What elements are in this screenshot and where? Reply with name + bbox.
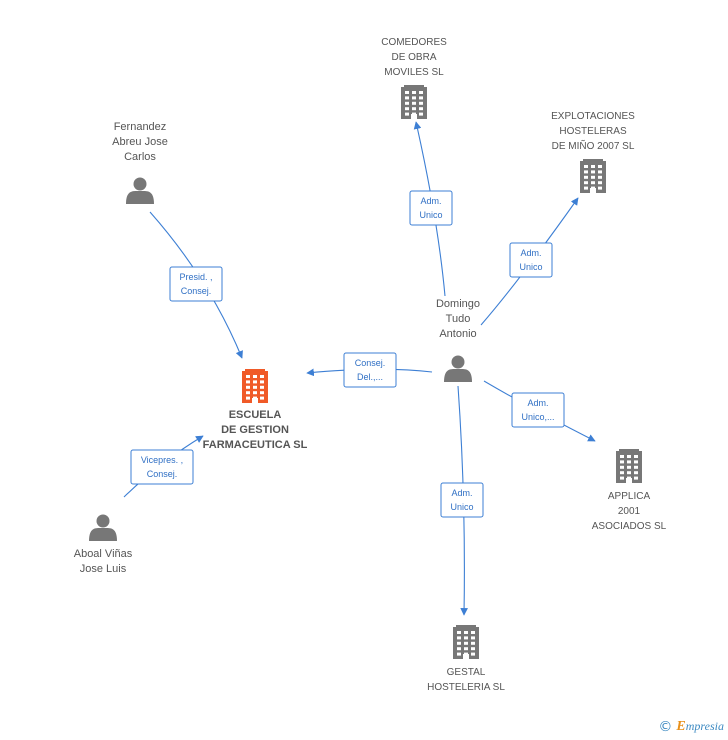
relation-badge-text: Adm. xyxy=(420,196,441,206)
building-icon xyxy=(401,85,427,119)
brand-footer: © Empresia xyxy=(658,718,724,736)
relation-badge-domingo-to-gestal[interactable]: Adm. Unico xyxy=(440,482,484,518)
relation-badge-text: Adm. xyxy=(527,398,548,408)
relation-badge-box xyxy=(169,266,223,302)
relation-badge-text: Unico,... xyxy=(521,412,554,422)
node-label-line: HOSTELERAS xyxy=(559,126,627,137)
copyright-icon: © xyxy=(658,719,673,735)
node-label-line: Jose Luis xyxy=(80,563,127,575)
node-label-line: MOVILES SL xyxy=(384,67,444,78)
node-label-line: DE OBRA xyxy=(391,52,436,63)
relation-badge-text: Consej. xyxy=(147,469,178,479)
brand-logo[interactable]: Empresia xyxy=(676,719,724,735)
person-icon xyxy=(126,177,154,204)
node-label-line: COMEDORES xyxy=(381,37,447,48)
node-label-line: DE GESTION xyxy=(221,424,289,436)
relation-badge-domingo-to-applica[interactable]: Adm. Unico,... xyxy=(511,392,565,428)
relation-badge-box xyxy=(343,352,397,388)
node-label-line: EXPLOTACIONES xyxy=(551,111,635,122)
node-label-line: Domingo xyxy=(436,298,480,310)
brand-logo-text: mpresia xyxy=(685,719,724,733)
building-icon xyxy=(242,369,268,403)
node-label-line: ASOCIADOS SL xyxy=(592,521,667,532)
building-icon xyxy=(453,625,479,659)
relation-badge-text: Unico xyxy=(519,262,542,272)
relation-badge-text: Unico xyxy=(419,210,442,220)
node-label-line: FARMACEUTICA SL xyxy=(203,439,308,451)
building-icon xyxy=(580,159,606,193)
relation-badge-text: Adm. xyxy=(451,488,472,498)
relation-badge-text: Del.,... xyxy=(357,372,383,382)
relation-badge-text: Unico xyxy=(450,502,473,512)
node-label-line: GESTAL xyxy=(447,667,486,678)
relation-badge-text: Presid. , xyxy=(179,272,212,282)
relation-badge-text: Vicepres. , xyxy=(141,455,183,465)
node-label-line: Aboal Viñas xyxy=(74,548,133,560)
relation-badge-text: Consej. xyxy=(181,286,212,296)
relation-badge-domingo-to-explotaciones[interactable]: Adm. Unico xyxy=(509,242,553,278)
node-label-line: ESCUELA xyxy=(229,409,282,421)
relation-badge-box xyxy=(509,242,553,278)
relation-badge-box xyxy=(130,449,194,485)
building-icon xyxy=(616,449,642,483)
relation-badge-box xyxy=(440,482,484,518)
node-label-line: HOSTELERIA SL xyxy=(427,682,505,693)
relation-badge-aboal-to-escuela[interactable]: Vicepres. , Consej. xyxy=(130,449,194,485)
node-label-line: Carlos xyxy=(124,151,156,163)
relation-badge-domingo-to-comedores[interactable]: Adm. Unico xyxy=(409,190,453,226)
node-comedores[interactable]: COMEDORES DE OBRA MOVILES SL xyxy=(381,37,447,119)
brand-logo-initial: E xyxy=(676,719,686,734)
relation-badge-box xyxy=(409,190,453,226)
person-icon xyxy=(444,355,472,382)
node-label-line: Fernandez xyxy=(114,121,167,133)
node-label-line: Tudo xyxy=(446,313,471,325)
relation-badge-box xyxy=(511,392,565,428)
node-label-line: DE MIÑO 2007 SL xyxy=(552,139,635,152)
node-escuela[interactable]: ESCUELA DE GESTION FARMACEUTICA SL xyxy=(203,369,308,451)
relation-badge-text: Consej. xyxy=(355,358,386,368)
relation-badge-domingo-to-escuela[interactable]: Consej. Del.,... xyxy=(343,352,397,388)
badges-layer: Presid. ,Consej.Vicepres. ,Consej.Consej… xyxy=(130,190,565,518)
node-label-line: 2001 xyxy=(618,506,641,517)
node-gestal[interactable]: GESTAL HOSTELERIA SL xyxy=(427,625,505,693)
node-explotaciones[interactable]: EXPLOTACIONES HOSTELERAS DE MIÑO 2007 SL xyxy=(551,111,635,193)
nodes-layer: ESCUELA DE GESTION FARMACEUTICA SL Fernande… xyxy=(74,37,667,693)
relation-badge-text: Adm. xyxy=(520,248,541,258)
person-icon xyxy=(89,514,117,541)
relation-badge-fernandez-to-escuela[interactable]: Presid. , Consej. xyxy=(169,266,223,302)
node-label-line: Abreu Jose xyxy=(112,136,168,148)
node-label-line: APPLICA xyxy=(608,491,651,502)
node-label-line: Antonio xyxy=(439,328,476,340)
